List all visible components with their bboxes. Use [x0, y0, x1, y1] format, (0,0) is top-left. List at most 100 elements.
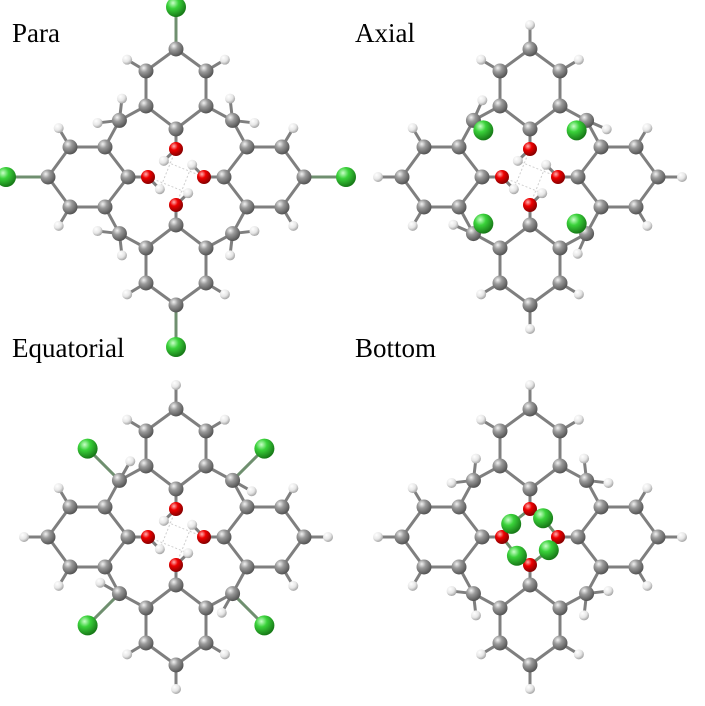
- hydrogen-bond: [175, 524, 193, 566]
- hydrogen-bond: [147, 176, 189, 194]
- carbon-atom: [225, 112, 241, 128]
- carbon-atom: [62, 139, 78, 155]
- carbon-atom: [628, 199, 644, 215]
- carbon-atom: [138, 423, 154, 439]
- hydrogen-atom: [448, 219, 459, 230]
- carbon-atom: [492, 635, 508, 651]
- carbon-atom: [168, 401, 184, 417]
- hydrogen-atom: [642, 220, 653, 231]
- carbon-atom: [522, 297, 538, 313]
- hydrogen-atom: [122, 54, 133, 65]
- carbon-atom: [198, 423, 214, 439]
- carbon-atom: [522, 401, 538, 417]
- chlorine-atom: [538, 540, 559, 561]
- hydrogen-bond: [147, 536, 189, 554]
- carbon-atom: [198, 458, 214, 474]
- carbon-atom: [168, 481, 184, 497]
- chlorine-atom: [501, 513, 522, 534]
- hydrogen-atom: [158, 155, 169, 166]
- carbon-atom: [62, 199, 78, 215]
- carbon-atom: [593, 499, 609, 515]
- carbon-atom: [239, 199, 255, 215]
- carbon-atom: [216, 169, 232, 185]
- hydrogen-atom: [219, 289, 230, 300]
- oxygen-atom: [523, 198, 537, 212]
- hydrogen-atom: [601, 124, 612, 135]
- carbon-atom: [593, 199, 609, 215]
- carbon-atom: [168, 217, 184, 233]
- hydrogen-atom: [677, 532, 687, 542]
- hydrogen-atom: [187, 519, 198, 530]
- carbon-atom: [593, 559, 609, 575]
- carbon-atom: [97, 499, 113, 515]
- hydrogen-atom: [470, 453, 481, 464]
- carbon-atom: [198, 275, 214, 291]
- carbon-atom: [570, 169, 586, 185]
- hydrogen-atom: [407, 580, 418, 591]
- carbon-atom: [570, 529, 586, 545]
- hydrogen-atom: [446, 586, 457, 597]
- carbon-atom: [451, 199, 467, 215]
- carbon-atom: [522, 577, 538, 593]
- hydrogen-atom: [407, 220, 418, 231]
- hydrogen-atom: [288, 483, 299, 494]
- bottom-molecule: [373, 380, 687, 694]
- carbon-atom: [593, 139, 609, 155]
- chlorine-atom: [566, 213, 587, 234]
- carbon-atom: [552, 240, 568, 256]
- carbon-atom: [62, 499, 78, 515]
- hydrogen-atom: [116, 250, 127, 261]
- carbon-atom: [40, 529, 56, 545]
- hydrogen-atom: [125, 456, 136, 467]
- carbon-atom: [552, 458, 568, 474]
- carbon-atom: [274, 139, 290, 155]
- hydrogen-atom: [158, 515, 169, 526]
- hydrogen-bond: [159, 508, 177, 550]
- hydrogen-atom: [53, 123, 64, 134]
- carbon-atom: [552, 63, 568, 79]
- hydrogen-atom: [642, 483, 653, 494]
- carbon-atom: [552, 98, 568, 114]
- axial-molecule: [373, 20, 687, 334]
- carbon-atom: [416, 139, 432, 155]
- carbon-atom: [296, 529, 312, 545]
- carbon-atom: [522, 41, 538, 57]
- hydrogen-atom: [53, 220, 64, 231]
- oxygen-atom: [197, 170, 211, 184]
- hydrogen-atom: [116, 93, 127, 104]
- carbon-atom: [168, 41, 184, 57]
- carbon-atom: [138, 98, 154, 114]
- carbon-atom: [628, 499, 644, 515]
- oxygen-atom: [523, 502, 537, 516]
- carbon-atom: [225, 226, 241, 242]
- hydrogen-atom: [288, 123, 299, 134]
- carbon-atom: [225, 586, 241, 602]
- carbon-atom: [492, 423, 508, 439]
- carbon-atom: [628, 139, 644, 155]
- hydrogen-atom: [219, 414, 230, 425]
- hydrogen-atom: [642, 123, 653, 134]
- oxygen-atom: [523, 558, 537, 572]
- carbon-atom: [198, 63, 214, 79]
- carbon-atom: [111, 472, 127, 488]
- hydrogen-bond: [163, 520, 205, 538]
- hydrogen-bond: [529, 164, 547, 206]
- hydrogen-atom: [603, 586, 614, 597]
- hydrogen-atom: [249, 226, 260, 237]
- carbon-atom: [552, 600, 568, 616]
- chlorine-atom: [336, 167, 356, 187]
- hydrogen-atom: [19, 532, 29, 542]
- oxygen-atom: [523, 142, 537, 156]
- oxygen-atom: [551, 530, 565, 544]
- carbon-atom: [168, 121, 184, 137]
- hydrogen-atom: [171, 380, 181, 390]
- carbon-atom: [97, 559, 113, 575]
- carbon-atom: [40, 169, 56, 185]
- hydrogen-atom: [225, 250, 236, 261]
- carbon-atom: [451, 499, 467, 515]
- hydrogen-atom: [171, 684, 181, 694]
- oxygen-atom: [495, 530, 509, 544]
- chlorine-atom: [0, 167, 16, 187]
- hydrogen-bond: [517, 160, 559, 178]
